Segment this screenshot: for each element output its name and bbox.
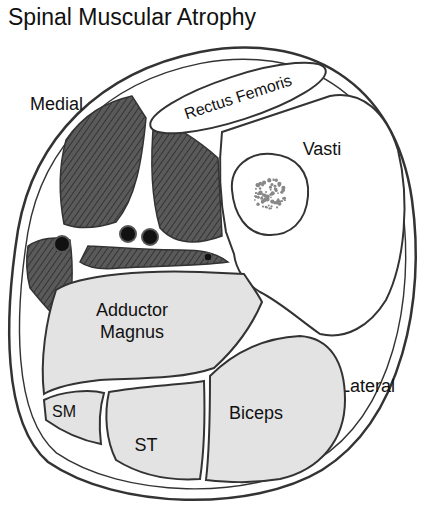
bone-marrow — [254, 195, 256, 197]
bone-marrow — [274, 185, 277, 188]
bone-marrow — [257, 183, 260, 186]
bone-marrow — [275, 188, 278, 191]
muscle-name: ST — [116, 435, 176, 457]
bone-marrow — [255, 192, 257, 194]
bone-marrow — [278, 200, 281, 203]
bone-marrow — [265, 191, 267, 193]
bone-marrow — [272, 178, 274, 180]
bone-marrow — [266, 206, 268, 208]
muscle-shape — [206, 336, 345, 482]
bone-marrow — [275, 189, 278, 192]
bone-marrow — [258, 191, 262, 195]
diagram-title: Spinal Muscular Atrophy — [8, 4, 256, 31]
bone-marrow — [257, 185, 260, 188]
bone-marrow — [255, 195, 258, 198]
bone-marrow — [262, 181, 266, 185]
bone-marrow — [282, 197, 285, 200]
bone-marrow — [261, 200, 264, 203]
side-label: Medial — [30, 94, 83, 115]
blood-vessel — [120, 226, 136, 242]
muscle-region: Rectus Femoris — [148, 60, 330, 136]
bone-marrow — [270, 183, 273, 186]
bone-marrow — [255, 192, 257, 194]
bone-marrow — [265, 194, 269, 198]
bone-marrow — [271, 191, 275, 195]
bone-marrow — [276, 201, 280, 205]
bone-marrow — [270, 189, 272, 191]
bone-marrow — [274, 178, 278, 182]
bone-marrow — [281, 200, 283, 202]
bone-marrow — [257, 196, 260, 199]
bone-marrow — [276, 199, 280, 203]
bone-marrow — [277, 192, 279, 194]
bone-marrow — [273, 201, 277, 205]
bone-marrow — [280, 191, 283, 194]
bone-marrow — [268, 207, 270, 209]
bone-marrow — [284, 199, 286, 201]
bone-marrow — [264, 198, 266, 200]
bone-marrow — [262, 206, 264, 208]
bone-marrow — [268, 205, 270, 207]
bone-marrow — [256, 203, 259, 206]
bone-marrow — [274, 188, 277, 191]
medial-muscle — [80, 246, 228, 269]
bone-marrow — [261, 196, 263, 198]
bone-marrow — [254, 199, 256, 201]
bone-marrow — [260, 197, 263, 200]
bone-marrow — [270, 207, 272, 209]
bone-marrow — [262, 193, 265, 196]
muscle-name: Vasti — [282, 139, 362, 161]
muscle-name: Biceps — [211, 403, 301, 425]
bone-marrow — [270, 193, 273, 196]
bone-marrow — [281, 186, 285, 190]
bone-marrow — [283, 197, 286, 200]
bone-marrow — [258, 182, 262, 186]
bone-marrow — [270, 199, 274, 203]
muscle-shape — [106, 381, 204, 479]
blood-vessel — [204, 253, 212, 261]
blood-vessel — [142, 229, 158, 245]
medial-muscle — [60, 96, 146, 228]
bone-marrow — [264, 181, 266, 183]
bone-marrow — [255, 188, 257, 190]
bone-marrow — [268, 178, 271, 181]
bone-marrow — [265, 206, 268, 209]
bone-marrow — [261, 184, 264, 187]
medial-muscle — [152, 118, 222, 242]
bone-marrow — [277, 198, 279, 200]
muscle-name: SM — [39, 402, 89, 421]
bone-marrow — [276, 206, 278, 208]
bone-marrow — [281, 188, 285, 192]
bone-marrow — [263, 199, 266, 202]
bone-marrow — [257, 192, 260, 195]
bone-marrow — [261, 199, 264, 202]
bone-marrow — [278, 202, 282, 206]
blood-vessel — [54, 236, 70, 252]
bone-marrow — [266, 198, 270, 202]
femur-cortex — [232, 154, 308, 235]
bone-marrow — [259, 187, 262, 190]
bone-marrow — [270, 205, 272, 207]
muscle-region: Biceps — [204, 328, 349, 484]
side-label: Lateral — [340, 376, 395, 397]
bone-marrow — [270, 196, 272, 198]
muscle-region: SM — [40, 386, 108, 448]
bone-marrow — [263, 193, 267, 197]
bone-marrow — [255, 183, 259, 187]
muscle-region: ST — [100, 378, 210, 484]
bone-marrow — [267, 178, 271, 182]
bone-marrow — [269, 193, 271, 195]
bone-marrow — [269, 186, 272, 189]
bone-marrow — [277, 182, 281, 186]
bone-marrow — [263, 197, 267, 201]
muscle-name: Adductor Magnus — [82, 300, 182, 343]
bone-marrow — [278, 184, 281, 187]
skin-outline — [9, 48, 416, 500]
muscle-outline — [100, 378, 210, 484]
